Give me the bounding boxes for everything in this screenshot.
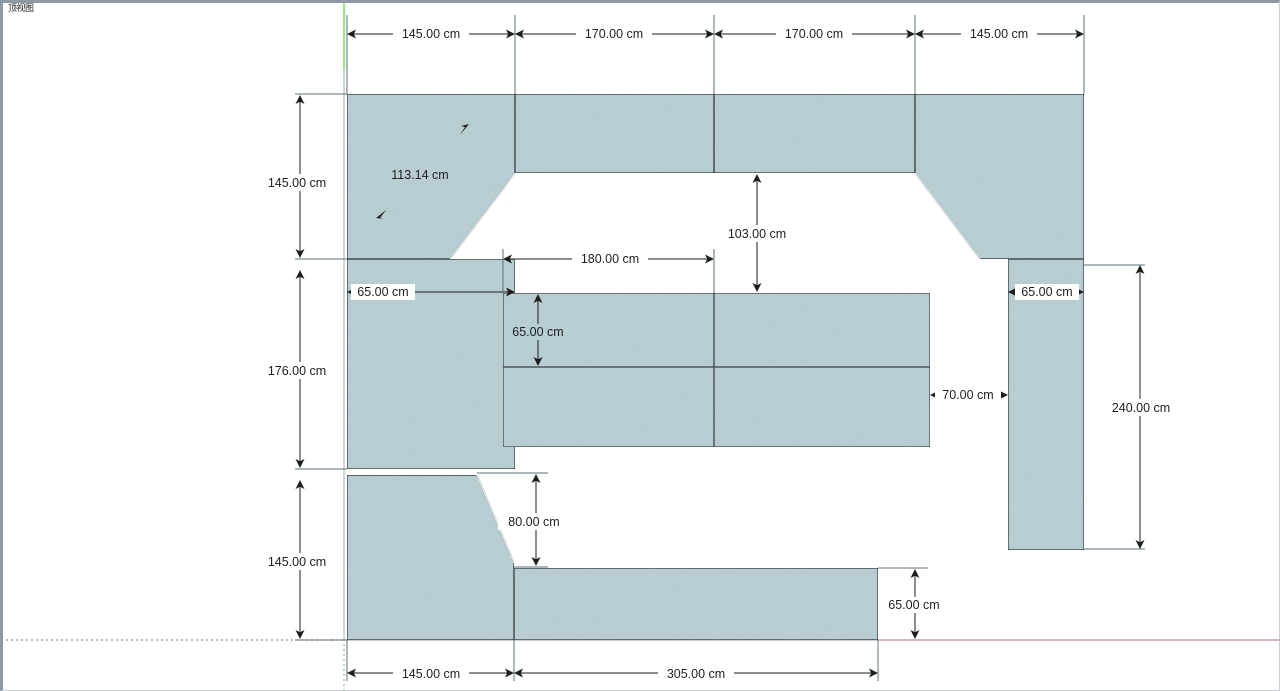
- dimlabel-left-3: 145.00 cm: [268, 555, 326, 569]
- geometry-faces[interactable]: [346, 93, 1085, 641]
- face-center-island[interactable]: [502, 292, 931, 448]
- island-quadrant-bottom-right[interactable]: [713, 366, 931, 448]
- dimlabel-bottom-step-height: 80.00 cm: [508, 515, 559, 529]
- dimlabel-top-4: 145.00 cm: [970, 27, 1028, 41]
- dimlabel-top-1: 145.00 cm: [402, 27, 460, 41]
- island-quadrant-bottom-left[interactable]: [502, 366, 715, 448]
- face-top-right-corner[interactable]: [914, 93, 1085, 260]
- dimension-bottom-run-height[interactable]: 65.00 cm: [878, 567, 947, 639]
- dimlabel-island-upper-height: 65.00 cm: [512, 325, 563, 339]
- dimlabel-right-width: 65.00 cm: [1021, 285, 1072, 299]
- dimlabel-island-width: 180.00 cm: [581, 252, 639, 266]
- dimlabel-island-gap-right: 70.00 cm: [942, 388, 993, 402]
- dimension-top-row[interactable]: 145.00 cm 170.00 cm 170.00 cm 145.00 cm: [346, 15, 1085, 94]
- dimension-island-upper-height[interactable]: 65.00 cm: [505, 294, 571, 366]
- dimlabel-left-2: 176.00 cm: [268, 364, 326, 378]
- chamfer-highlight-top-left: [449, 172, 516, 260]
- diagonal-arrow-upper: [460, 124, 469, 135]
- viewport-label: 顶视图: [8, 4, 34, 14]
- drawing-canvas[interactable]: 145.00 cm 170.00 cm 170.00 cm 145.00 cm …: [3, 3, 1280, 691]
- face-top-segment-2[interactable]: [713, 93, 916, 174]
- dimension-bottom-row[interactable]: 145.00 cm 305.00 cm: [346, 640, 879, 682]
- chamfer-highlight-bottom-left: [476, 474, 515, 564]
- face-bottom-left-corner[interactable]: [346, 474, 515, 641]
- dimlabel-bottom-left-length: 145.00 cm: [402, 667, 460, 681]
- dimlabel-top-3: 170.00 cm: [785, 27, 843, 41]
- dimlabel-right-depth: 240.00 cm: [1112, 401, 1170, 415]
- diagonal-arrow-lower: [376, 210, 386, 219]
- face-bottom-run[interactable]: [513, 567, 879, 641]
- dimlabel-left-width: 65.00 cm: [357, 285, 408, 299]
- dimlabel-bottom-right-length: 305.00 cm: [667, 667, 725, 681]
- dimlabel-island-gap-top: 103.00 cm: [728, 227, 786, 241]
- dimension-corner-diagonal[interactable]: 113.14 cm: [376, 124, 469, 219]
- dimension-island-gap-top[interactable]: 103.00 cm: [717, 174, 797, 292]
- dimension-right-width[interactable]: 65.00 cm: [1008, 284, 1084, 300]
- dimlabel-bottom-run-height: 65.00 cm: [888, 598, 939, 612]
- dimlabel-left-1: 145.00 cm: [268, 176, 326, 190]
- face-right-column[interactable]: [1007, 258, 1085, 551]
- island-quadrant-top-right[interactable]: [713, 292, 931, 368]
- dimension-left-width[interactable]: 65.00 cm: [347, 284, 515, 300]
- dimension-island-gap-right[interactable]: 70.00 cm: [930, 387, 1008, 403]
- dimlabel-corner-diagonal: 113.14 cm: [391, 168, 448, 182]
- dimension-right-depth[interactable]: 240.00 cm: [1084, 264, 1183, 550]
- chamfer-highlight-top-right: [914, 172, 981, 260]
- dimension-island-width[interactable]: 180.00 cm: [502, 249, 715, 293]
- dimlabel-top-2: 170.00 cm: [585, 27, 643, 41]
- face-top-segment-1[interactable]: [514, 93, 715, 174]
- dimension-bottom-step-height[interactable]: 80.00 cm: [477, 472, 570, 568]
- dimension-left-column[interactable]: 145.00 cm 176.00 cm 145.00 cm: [255, 93, 347, 641]
